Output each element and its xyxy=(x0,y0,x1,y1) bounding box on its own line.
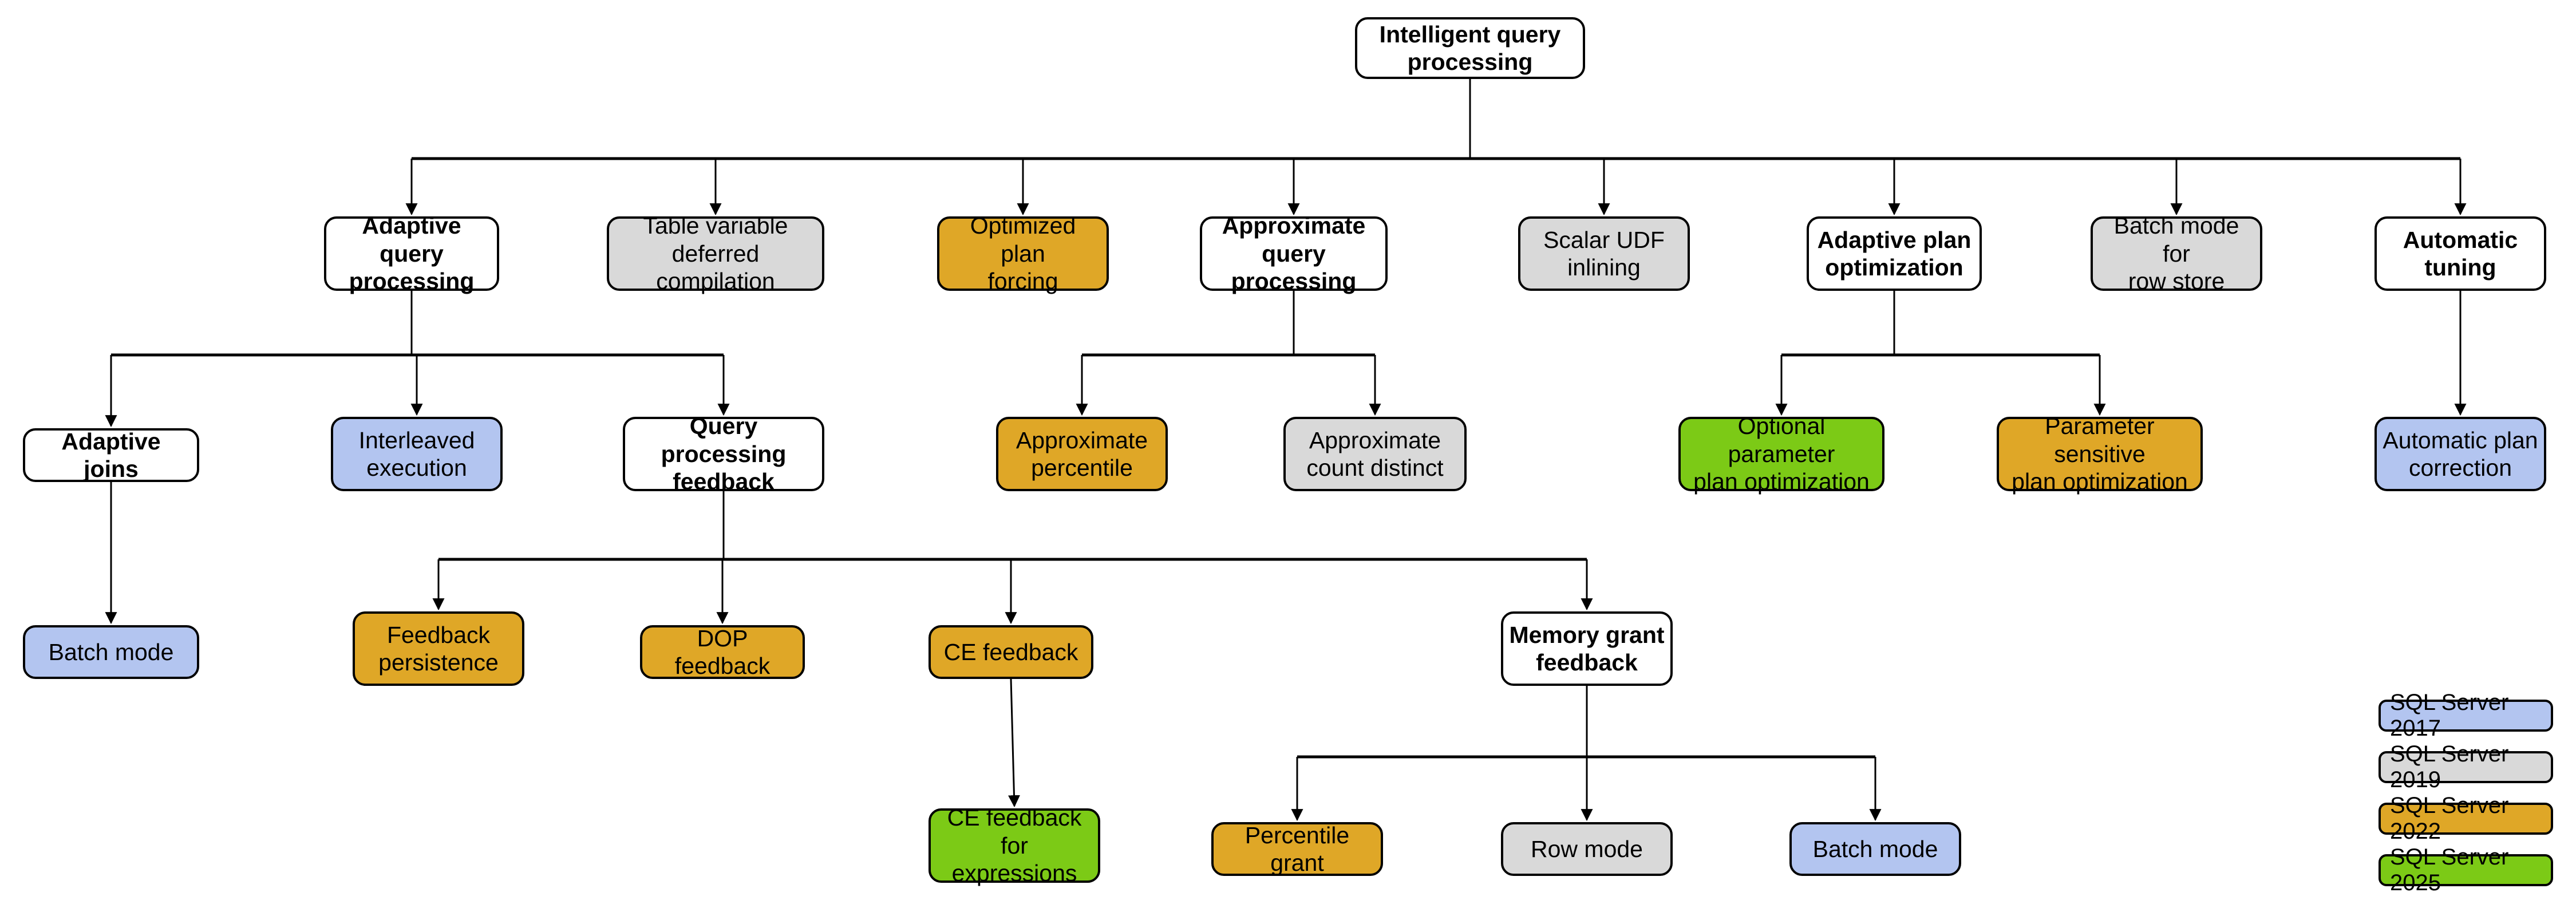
legend-item-sql-server-2022: SQL Server 2022 xyxy=(2379,793,2553,844)
node-cefe[interactable]: CE feedback for expressions xyxy=(929,804,1100,886)
node-tvdc[interactable]: Table variable deferred compilation xyxy=(607,212,824,294)
node-root[interactable]: Intelligent query processing xyxy=(1355,17,1585,79)
node-sudf[interactable]: Scalar UDF inlining xyxy=(1518,216,1690,291)
node-apo[interactable]: Adaptive plan optimization xyxy=(1807,216,1982,291)
node-at[interactable]: Automatic tuning xyxy=(2374,216,2546,291)
node-bm1[interactable]: Batch mode xyxy=(23,625,199,679)
node-ce[interactable]: CE feedback xyxy=(929,625,1093,679)
node-qpf[interactable]: Query processing feedback xyxy=(623,413,824,495)
node-rm[interactable]: Row mode xyxy=(1501,822,1673,876)
node-oppo[interactable]: Optional parameter plan optimization xyxy=(1678,413,1884,495)
node-dop[interactable]: DOP feedback xyxy=(640,625,805,679)
edge-ce-cefe xyxy=(1008,678,1020,808)
node-bmrs[interactable]: Batch mode for row store xyxy=(2091,212,2262,294)
node-mgf[interactable]: Memory grant feedback xyxy=(1501,611,1673,686)
node-apq[interactable]: Approximate query processing xyxy=(1200,212,1388,294)
legend-item-sql-server-2017: SQL Server 2017 xyxy=(2379,690,2553,741)
node-pspo[interactable]: Parameter sensitive plan optimization xyxy=(1997,413,2203,495)
node-apc[interactable]: Automatic plan correction xyxy=(2374,417,2546,491)
node-bm2[interactable]: Batch mode xyxy=(1789,822,1961,876)
node-ie[interactable]: Interleaved execution xyxy=(331,417,503,491)
node-aj[interactable]: Adaptive joins xyxy=(23,428,199,482)
node-ap[interactable]: Approximate percentile xyxy=(996,417,1168,491)
node-aqp[interactable]: Adaptive query processing xyxy=(324,212,499,294)
node-opf[interactable]: Optimized plan forcing xyxy=(937,212,1109,294)
node-acd[interactable]: Approximate count distinct xyxy=(1283,417,1467,491)
node-fp[interactable]: Feedback persistence xyxy=(353,611,524,686)
legend-item-sql-server-2019: SQL Server 2019 xyxy=(2379,741,2553,792)
node-pg[interactable]: Percentile grant xyxy=(1211,822,1383,876)
legend-item-sql-server-2025: SQL Server 2025 xyxy=(2379,844,2553,895)
